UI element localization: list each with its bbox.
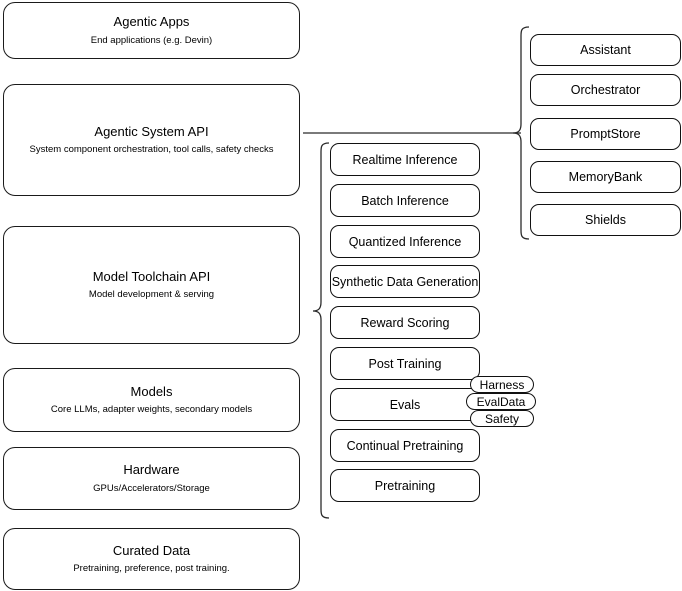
- brace-agentic: [512, 26, 530, 240]
- toolchain-item-realtime-inference[interactable]: Realtime Inference: [330, 143, 480, 176]
- stack-subtitle: GPUs/Accelerators/Storage: [93, 482, 210, 494]
- stack-subtitle: Pretraining, preference, post training.: [73, 563, 230, 575]
- agentic-item-label: Assistant: [580, 43, 631, 57]
- toolchain-item-label: Post Training: [368, 356, 442, 371]
- agentic-item-assistant[interactable]: Assistant: [530, 34, 681, 66]
- agentic-item-memorybank[interactable]: MemoryBank: [530, 161, 681, 193]
- stack-subtitle: Model development & serving: [88, 289, 215, 301]
- agentic-item-label: PromptStore: [570, 127, 641, 141]
- stack-title: Model Toolchain API: [92, 268, 211, 284]
- agentic-item-label: MemoryBank: [568, 170, 643, 184]
- stack-box-models[interactable]: Models Core LLMs, adapter weights, secon…: [3, 368, 300, 432]
- agentic-item-label: Shields: [585, 213, 626, 227]
- stack-box-agentic-system-api[interactable]: Agentic System API System component orch…: [3, 84, 300, 196]
- toolchain-item-reward-scoring[interactable]: Reward Scoring: [330, 306, 480, 339]
- toolchain-item-label: Batch Inference: [361, 193, 449, 208]
- stack-subtitle: System component orchestration, tool cal…: [29, 144, 274, 156]
- agentic-item-label: Orchestrator: [570, 83, 641, 97]
- stack-box-agentic-apps[interactable]: Agentic Apps End applications (e.g. Devi…: [3, 2, 300, 59]
- toolchain-item-label: Realtime Inference: [352, 152, 458, 167]
- toolchain-item-label: Evals: [389, 397, 421, 412]
- toolchain-item-evals[interactable]: Evals: [330, 388, 480, 421]
- stack-box-model-toolchain-api[interactable]: Model Toolchain API Model development & …: [3, 226, 300, 344]
- toolchain-item-pretraining[interactable]: Pretraining: [330, 469, 480, 502]
- toolchain-item-label: Quantized Inference: [348, 234, 462, 249]
- eval-pill-label: EvalData: [476, 394, 526, 409]
- stack-title: Agentic Apps: [113, 14, 190, 30]
- eval-pill-harness[interactable]: Harness: [470, 376, 534, 393]
- toolchain-item-label: Reward Scoring: [360, 315, 450, 330]
- stack-title: Models: [130, 383, 173, 399]
- toolchain-item-quantized-inference[interactable]: Quantized Inference: [330, 225, 480, 258]
- stack-subtitle: Core LLMs, adapter weights, secondary mo…: [50, 404, 253, 416]
- stack-title: Hardware: [123, 462, 180, 478]
- stack-title: Curated Data: [112, 542, 191, 558]
- stack-subtitle: End applications (e.g. Devin): [90, 34, 213, 46]
- toolchain-item-label: Synthetic Data Generation: [331, 274, 479, 289]
- brace-toolchain: [312, 142, 330, 519]
- eval-pill-label: Harness: [479, 377, 525, 392]
- eval-pill-safety[interactable]: Safety: [470, 410, 534, 427]
- stack-box-hardware[interactable]: Hardware GPUs/Accelerators/Storage: [3, 447, 300, 510]
- toolchain-item-batch-inference[interactable]: Batch Inference: [330, 184, 480, 217]
- stack-box-curated-data[interactable]: Curated Data Pretraining, preference, po…: [3, 528, 300, 590]
- toolchain-item-synthetic-data-generation[interactable]: Synthetic Data Generation: [330, 265, 480, 298]
- toolchain-item-label: Pretraining: [374, 478, 436, 493]
- stack-title: Agentic System API: [94, 123, 209, 139]
- agentic-item-shields[interactable]: Shields: [530, 204, 681, 236]
- eval-pill-evaldata[interactable]: EvalData: [466, 393, 536, 410]
- toolchain-item-post-training[interactable]: Post Training: [330, 347, 480, 380]
- toolchain-item-continual-pretraining[interactable]: Continual Pretraining: [330, 429, 480, 462]
- agentic-item-promptstore[interactable]: PromptStore: [530, 118, 681, 150]
- toolchain-item-label: Continual Pretraining: [346, 438, 464, 453]
- agentic-item-orchestrator[interactable]: Orchestrator: [530, 74, 681, 106]
- eval-pill-label: Safety: [484, 411, 520, 426]
